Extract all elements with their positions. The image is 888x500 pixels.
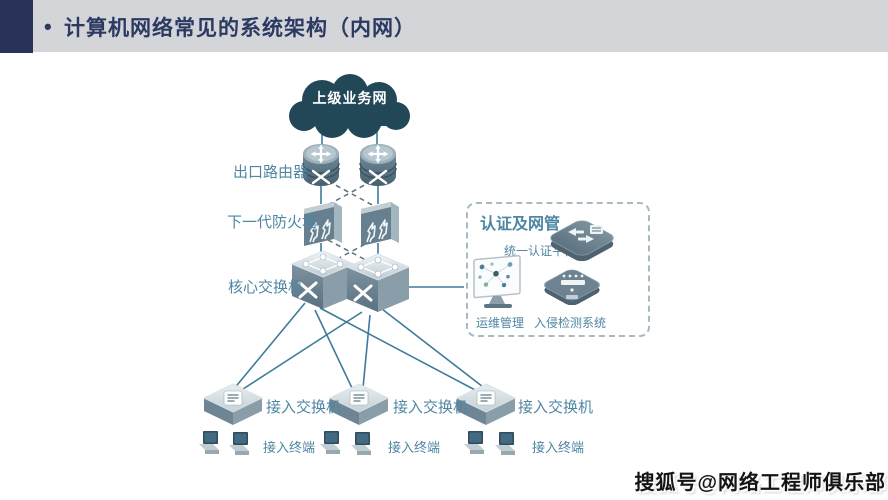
upstream-network-cloud-icon — [289, 74, 410, 138]
watermark-text: 搜狐号@网络工程师俱乐部 — [634, 472, 886, 494]
auth-server-icon — [550, 220, 614, 262]
title-bullet: • — [44, 14, 52, 39]
access-switch-label: 接入交换机 — [266, 399, 342, 416]
firewall-icon — [361, 202, 399, 246]
terminal-pc-icon — [464, 431, 484, 454]
terminal-pc-icon — [495, 432, 515, 455]
access-switch-label: 接入交换机 — [518, 399, 594, 416]
title-bar: • 计算机网络常见的系统架构（内网） — [0, 0, 888, 53]
terminal-pc-icon — [229, 432, 249, 455]
terminal-pc-icon — [351, 432, 371, 455]
access-switch-icon — [203, 383, 263, 425]
ids-device-icon — [544, 269, 600, 306]
router-icon — [359, 144, 397, 186]
auth-management-panel: 认证及网管 统一认证平台 — [466, 202, 650, 337]
terminal-pc-icon — [320, 431, 340, 454]
terminal-pc-icon — [199, 431, 219, 454]
terminal-label: 接入终端 — [263, 440, 316, 455]
firewall-icon — [304, 202, 342, 246]
access-switch-label: 接入交换机 — [393, 399, 469, 416]
terminal-label: 接入终端 — [532, 440, 585, 455]
cloud-label: 上级业务网 — [312, 90, 388, 106]
firewall-label: 下一代防火墙 — [227, 214, 318, 231]
router-label: 出口路由器 — [233, 164, 309, 181]
auth-panel-title: 认证及网管 — [480, 216, 561, 233]
ids-label: 入侵检测系统 — [534, 316, 607, 330]
core-switch-icon — [345, 253, 411, 312]
router-icon — [302, 144, 340, 186]
page-title: 计算机网络常见的系统架构（内网） — [64, 17, 416, 40]
core-switch-label: 核心交换机 — [228, 279, 304, 296]
accent-square — [0, 0, 33, 53]
ops-label: 运维管理 — [476, 316, 525, 330]
ops-monitor-icon — [473, 255, 521, 308]
terminal-label: 接入终端 — [388, 440, 441, 455]
